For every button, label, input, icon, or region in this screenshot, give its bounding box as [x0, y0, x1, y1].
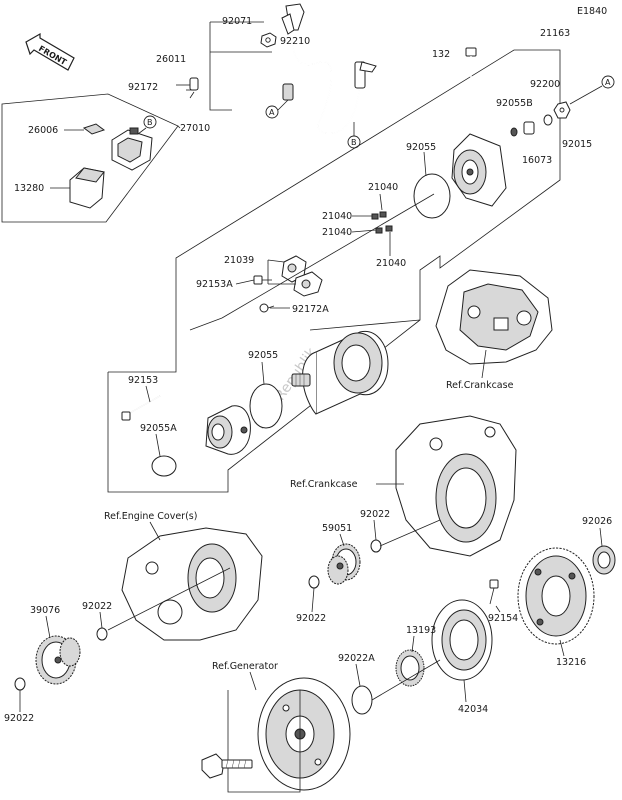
washer-92022-b [308, 575, 320, 589]
crankcase-section-upper [435, 269, 553, 365]
part-label-132[interactable]: 132 [432, 49, 450, 60]
part-label-92071[interactable]: 92071 [222, 16, 252, 27]
starter-through-bolt [121, 395, 161, 421]
part-label-26006[interactable]: 26006 [28, 125, 58, 136]
terminal-nut [553, 101, 571, 119]
starter-long-bolt [465, 47, 477, 116]
part-label-92015[interactable]: 92015 [562, 139, 592, 150]
part-label-16073[interactable]: 16073 [522, 155, 552, 166]
brush-screw-small [259, 303, 275, 313]
part-label-13280[interactable]: 13280 [14, 183, 44, 194]
part-label-92172[interactable]: 92172 [128, 82, 158, 93]
brush-set [371, 211, 393, 234]
part-label-92154[interactable]: 92154 [488, 613, 518, 624]
callout-b-letter-2: B [147, 118, 153, 127]
part-label-59051[interactable]: 59051 [322, 523, 352, 534]
part-label-92153[interactable]: 92153 [128, 375, 158, 386]
part-label-27010[interactable]: 27010 [180, 123, 210, 134]
cable-nut [260, 32, 277, 48]
crankcase-section-middle [395, 415, 517, 557]
o-ring-92055-bottom [249, 383, 283, 429]
part-label-21040-c[interactable]: 21040 [322, 227, 352, 238]
callout-b-letter: B [351, 138, 357, 147]
starter-idle-gear [327, 543, 361, 585]
o-ring-92055A [151, 455, 177, 477]
diagram-code: E1840 [577, 6, 607, 17]
part-label-21040-a[interactable]: 21040 [368, 182, 398, 193]
starter-reduction-gear [35, 635, 81, 685]
part-label-21163[interactable]: 21163 [540, 28, 570, 39]
brush-holder [281, 255, 323, 297]
starter-relay [111, 127, 153, 171]
part-label-13216[interactable]: 13216 [556, 657, 586, 668]
generator-rotor [257, 677, 351, 791]
clutch-bolt [489, 579, 499, 605]
ref-crankcase-2[interactable]: Ref.Crankcase [290, 479, 358, 490]
washer-92022-a [370, 539, 382, 553]
callout-b-circle-2 [143, 115, 157, 129]
part-label-92022-a[interactable]: 92022 [360, 509, 390, 520]
part-label-92055[interactable]: 92055 [406, 142, 436, 153]
part-label-92210[interactable]: 92210 [280, 36, 310, 47]
o-ring-92055-top [413, 173, 451, 219]
engine-cover-section [121, 527, 263, 641]
relay-box-group: B [1, 77, 199, 223]
starter-front-cover [205, 405, 251, 455]
part-label-21040-b[interactable]: 21040 [322, 211, 352, 222]
starter-end-cover [451, 133, 507, 207]
terminal-washer [543, 114, 553, 126]
starter-clutch-gear [517, 547, 595, 645]
part-label-92055-2[interactable]: 92055 [248, 350, 278, 361]
ref-generator[interactable]: Ref.Generator [212, 661, 278, 672]
part-label-92153A[interactable]: 92153A [196, 279, 233, 290]
relay-cover [69, 167, 105, 209]
part-label-21039[interactable]: 21039 [224, 255, 254, 266]
starter-assembly-boundary [107, 49, 561, 493]
starter-motor-body [291, 330, 389, 415]
washer-92022-c [96, 627, 108, 641]
part-label-13193[interactable]: 13193 [406, 625, 436, 636]
part-label-92022-c[interactable]: 92022 [82, 601, 112, 612]
part-label-92022-b[interactable]: 92022 [296, 613, 326, 624]
part-label-92022-d[interactable]: 92022 [4, 713, 34, 724]
rotor-bolt [201, 753, 253, 779]
cable-terminal-boot [281, 3, 305, 35]
callout-a-letter-2: A [605, 78, 611, 87]
part-label-92055B[interactable]: 92055B [496, 98, 533, 109]
part-label-42034[interactable]: 42034 [458, 704, 488, 715]
part-label-39076[interactable]: 39076 [30, 605, 60, 616]
part-label-92022A[interactable]: 92022A [338, 653, 375, 664]
ref-engine-cover[interactable]: Ref.Engine Cover(s) [104, 511, 197, 522]
washer-92022A [351, 685, 373, 715]
one-way-clutch-housing [431, 599, 493, 681]
part-label-92200[interactable]: 92200 [530, 79, 560, 90]
washer-92022-d [14, 677, 26, 691]
part-label-92026[interactable]: 92026 [582, 516, 612, 527]
part-label-21040-d[interactable]: 21040 [376, 258, 406, 269]
callout-a-letter: A [269, 108, 275, 117]
o-ring-small [510, 127, 518, 137]
callout-a-circle [265, 105, 279, 119]
part-label-92172A[interactable]: 92172A [292, 304, 329, 315]
relay-bolt [186, 77, 199, 91]
terminal-insulator [523, 121, 535, 135]
relay-fuse [82, 123, 106, 135]
one-way-clutch [395, 649, 425, 687]
front-arrow-icon: FRONT [25, 32, 75, 71]
brush-screw [253, 275, 272, 285]
callout-a-circle-2 [601, 75, 615, 89]
part-label-26011[interactable]: 26011 [156, 54, 186, 65]
ref-crankcase-1[interactable]: Ref.Crankcase [446, 380, 514, 391]
part-label-92055A[interactable]: 92055A [140, 423, 177, 434]
